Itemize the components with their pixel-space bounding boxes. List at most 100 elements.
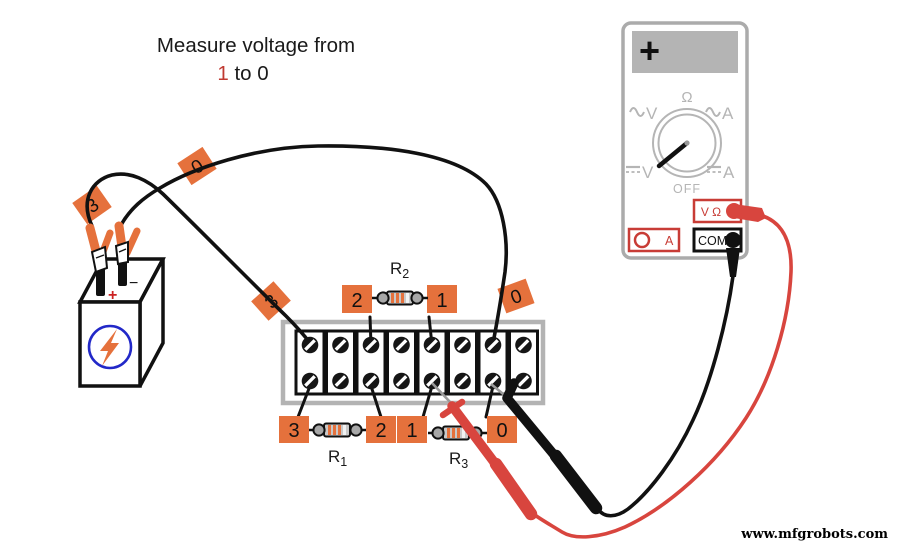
resistor-cap	[376, 291, 390, 305]
resistor-body	[323, 422, 351, 438]
tag-label: 3	[288, 420, 299, 442]
resistor-band	[343, 425, 346, 435]
screw-icon	[330, 335, 351, 355]
terminal-strip	[280, 319, 546, 406]
page-title: Measure voltage from	[157, 34, 355, 57]
screw-icon	[391, 371, 412, 391]
tag-box-1-top	[427, 285, 457, 313]
resistor-band	[328, 425, 331, 435]
battery-symbol-circle	[87, 324, 133, 370]
screw-icon	[483, 335, 503, 355]
resistor-r2-label: R2	[390, 259, 409, 281]
ac-sine-icon	[629, 107, 645, 117]
wire-terminal2-bottom	[369, 384, 383, 419]
resistor-band	[338, 425, 341, 435]
clip-boot	[85, 223, 101, 256]
black-plug[interactable]	[725, 232, 741, 248]
screw-icon	[452, 371, 473, 391]
dial-hub	[684, 140, 690, 146]
wire-tag-0-right: 0	[497, 278, 535, 314]
tag-box-2-bottom	[366, 416, 396, 443]
resistor-band	[333, 425, 336, 435]
wire-terminal3-bottom	[296, 384, 312, 419]
dial-needle[interactable]	[656, 140, 690, 169]
from-terminal-number: 1	[217, 62, 228, 85]
meter-display	[632, 31, 738, 73]
wire-battery-plus-to-terminal3	[85, 172, 312, 345]
dial-off-label: OFF	[673, 182, 701, 196]
r-sub: 2	[402, 267, 409, 281]
screw-icon	[300, 371, 320, 391]
tag-box	[72, 185, 112, 225]
dial-ac-volts-label: V	[646, 104, 658, 123]
jack-amps-label: A	[665, 234, 674, 248]
screw-icon	[300, 335, 320, 355]
black-lead-wire	[596, 275, 735, 518]
resistor-r1-label: R1	[328, 447, 347, 469]
black-probe[interactable]	[490, 378, 603, 515]
tag-box-2-top	[342, 285, 372, 313]
screw-icon	[361, 371, 381, 391]
screw-icon	[422, 371, 442, 391]
resistor-cap	[410, 291, 424, 305]
resistor-cap	[431, 426, 445, 440]
resistor-band	[406, 293, 409, 303]
r-sub: 1	[340, 455, 347, 469]
resistor-r3-label: R3	[449, 449, 468, 471]
resistor-body	[386, 290, 414, 306]
r-base: R	[390, 259, 402, 278]
battery-terminal-negative	[118, 258, 127, 286]
tag-label: 2	[351, 290, 362, 312]
jack-amps-hole[interactable]	[633, 231, 651, 249]
dial-ac-amps-label: A	[722, 104, 734, 123]
red-probe-handle	[489, 457, 538, 521]
screw-icon	[513, 335, 534, 355]
screw-icon	[422, 335, 442, 355]
red-probe-tip	[431, 382, 452, 404]
black-plug-body	[726, 248, 740, 277]
wire-battery-minus-to-terminal0	[119, 144, 508, 345]
tag-box	[497, 278, 535, 314]
dial-dc-amps-label: A	[723, 163, 735, 182]
tag-label: 1	[436, 290, 447, 312]
tag-label: 2	[375, 420, 386, 442]
resistor-band	[401, 293, 404, 303]
resistor-cap	[312, 423, 326, 437]
resistor-band	[391, 293, 394, 303]
tag-box-3-bottom	[279, 416, 309, 443]
resistor-band	[457, 428, 460, 438]
battery-plus-label: +	[108, 287, 117, 304]
hookup-wires	[85, 144, 508, 419]
resistor-r2	[372, 290, 428, 306]
ac-sine-icon	[705, 107, 721, 117]
meter-display-reading: +	[639, 30, 660, 71]
r-base: R	[449, 449, 461, 468]
page-subtitle: 1 to 0	[217, 62, 268, 85]
screw-icon	[452, 335, 473, 355]
watermark: www.mfgrobots.com	[740, 527, 888, 542]
wire-terminal0-bottom	[484, 384, 495, 419]
dial-ohms-label: Ω	[681, 89, 692, 106]
tag-label: 0	[496, 420, 507, 442]
red-probe[interactable]	[431, 382, 538, 521]
red-plug-body	[734, 204, 766, 222]
clip-serration	[118, 248, 127, 253]
r-sub: 3	[461, 457, 468, 471]
black-probe-handle	[549, 449, 603, 515]
resistor-band	[462, 428, 465, 438]
black-probe-shaft	[502, 378, 565, 467]
jack-v-ohm-label: V Ω	[701, 205, 721, 219]
to-terminal-text: to 0	[234, 62, 268, 85]
resistor-band	[447, 428, 450, 438]
jack-com-label: COM	[698, 234, 727, 248]
battery: + −	[77, 257, 166, 388]
dial-labels: Ω V A V A OFF	[626, 89, 735, 196]
wire-terminal1-bottom	[421, 384, 434, 419]
battery-minus-label: −	[129, 275, 138, 292]
multimeter: + Ω V A V A OFF V Ω A COM	[621, 21, 749, 260]
tag-box-0-bottom	[487, 416, 517, 443]
red-plug[interactable]	[726, 203, 742, 219]
alligator-clip-positive	[85, 223, 114, 274]
lightning-bolt-icon	[100, 329, 119, 366]
